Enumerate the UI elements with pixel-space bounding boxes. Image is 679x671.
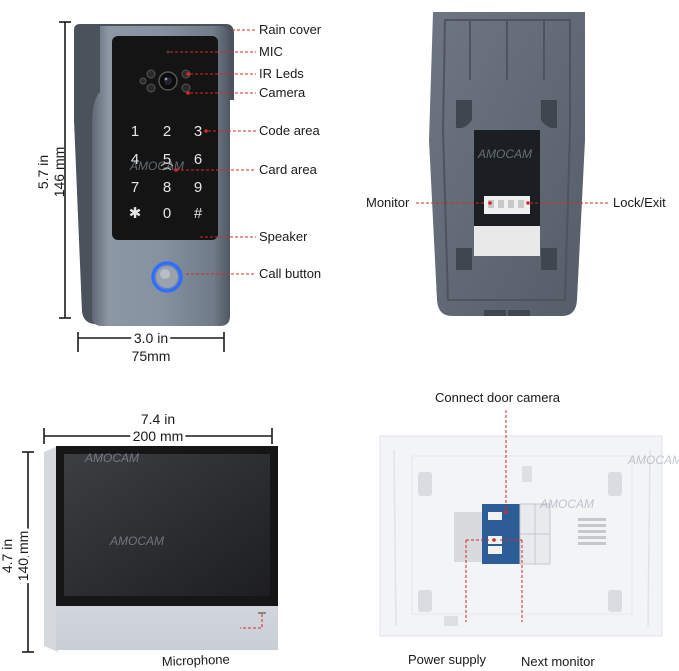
label-connect-door-camera: Connect door camera: [435, 390, 561, 405]
monitor-front: AMOCAM AMOCAM 7.4 in 200 mm 4.7 in 140 m…: [0, 411, 278, 669]
watermark: AMOCAM: [84, 451, 139, 465]
label-call-button: Call button: [259, 266, 321, 281]
label-speaker: Speaker: [259, 229, 308, 244]
watermark: AMOCAM: [539, 497, 594, 511]
label-power-supply: Power supply: [408, 652, 487, 667]
label-ir-leds: IR Leds: [259, 66, 304, 81]
label-monitor: Monitor: [366, 195, 410, 210]
label-code-area: Code area: [259, 123, 320, 138]
camera-lens: [158, 71, 178, 91]
doorbell-width-in: 3.0 in: [134, 330, 168, 346]
doorbell-height-in: 5.7 in: [35, 155, 51, 189]
monitor-width-mm: 200 mm: [133, 428, 184, 444]
label-next-monitor: Next monitor: [521, 654, 595, 669]
label-camera: Camera: [259, 85, 306, 100]
keypad-key: 2: [163, 123, 171, 140]
mic-hole: [166, 50, 170, 54]
call-button: [151, 261, 183, 293]
back-terminal-sticker: [474, 226, 540, 256]
doorbell-width-mm: 75mm: [132, 348, 171, 364]
monitor-height-mm: 140 mm: [15, 531, 31, 582]
monitor-height-in: 4.7 in: [0, 539, 15, 573]
keypad-key: 9: [194, 179, 202, 196]
ir-leds: [139, 69, 191, 93]
keypad-key: 5: [163, 151, 171, 168]
speaker-vents: [578, 518, 606, 545]
keypad-key: 1: [131, 123, 139, 140]
keypad-key: ✱: [129, 205, 142, 222]
keypad-key: 4: [131, 151, 139, 168]
label-microphone: Microphone: [162, 652, 230, 669]
keypad-key: 6: [194, 151, 202, 168]
keypad-key: 7: [131, 179, 139, 196]
watermark: AMOCAM: [129, 159, 184, 173]
card-area-icon: [160, 162, 174, 171]
monitor-back: AMOCAM AMOCAM Connect door camera Power …: [379, 390, 679, 669]
monitor-screen: [64, 454, 270, 596]
watermark: AMOCAM: [627, 453, 679, 467]
watermark: AMOCAM: [477, 147, 532, 161]
keypad: 1 2 3 4 5 6 7 8 9 ✱ 0 #: [129, 123, 203, 222]
label-mic: MIC: [259, 44, 283, 59]
monitor-width-in: 7.4 in: [141, 411, 175, 427]
keypad-panel: [112, 36, 218, 240]
label-lock-exit: Lock/Exit: [613, 195, 666, 210]
label-rain-cover: Rain cover: [259, 22, 322, 37]
doorbell-front: 1 2 3 4 5 6 7 8 9 ✱ 0 # AMOCAM Rain cover MIC: [35, 21, 322, 364]
keypad-key: 8: [163, 179, 171, 196]
doorbell-height-mm: 146 mm: [51, 147, 67, 198]
keypad-key: 3: [194, 123, 202, 140]
keypad-key: 0: [163, 205, 171, 222]
label-card-area: Card area: [259, 162, 318, 177]
doorbell-back: AMOCAM Monitor Lock/Exit: [366, 12, 666, 316]
watermark: AMOCAM: [109, 534, 164, 548]
keypad-key: #: [194, 205, 203, 222]
